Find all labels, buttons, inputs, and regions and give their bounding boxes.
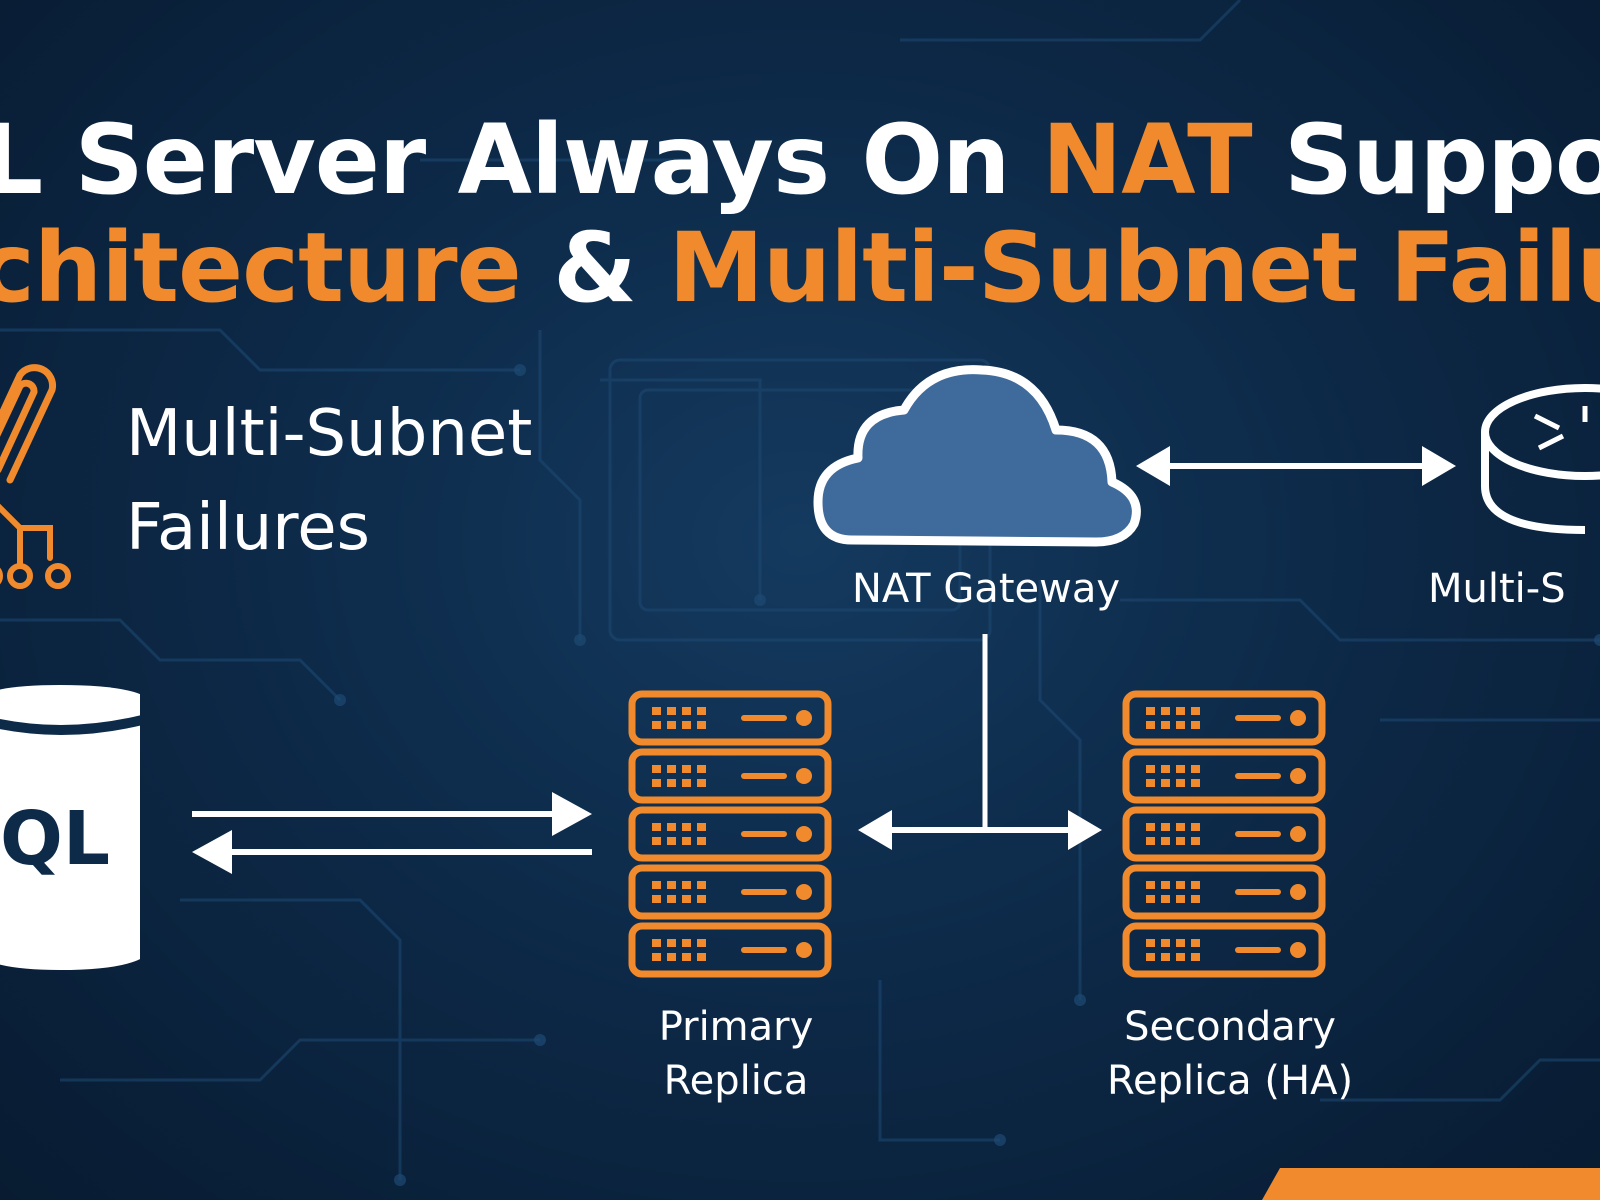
cloud-icon	[813, 365, 1141, 547]
title-line-2-white: &	[520, 212, 669, 324]
server-rack-icon	[1122, 690, 1326, 978]
server-unit	[628, 748, 832, 804]
title-line-2: chitecture & Multi-Subnet Failu	[0, 212, 1600, 324]
router-label: Multi-S	[1428, 566, 1566, 612]
database-label: QL	[0, 796, 111, 882]
server-unit	[628, 806, 832, 862]
server-unit	[1122, 864, 1326, 920]
title-line-2-orange-a: chitecture	[0, 212, 522, 324]
subhead-line-1: Multi-Subnet	[126, 397, 533, 471]
secondary-replica-label-line-2: Replica (HA)	[1106, 1058, 1354, 1104]
primary-replica-label-line-2: Replica	[663, 1058, 809, 1104]
server-unit	[628, 690, 832, 746]
title-line-1-white-b: Suppo	[1251, 104, 1600, 216]
server-unit	[1122, 922, 1326, 978]
server-unit	[1122, 748, 1326, 804]
title-line-1-orange: NAT	[1041, 104, 1253, 216]
subhead-line-2: Failures	[126, 491, 370, 565]
nat-gateway-label: NAT Gateway	[851, 566, 1121, 612]
router-icon	[1481, 384, 1600, 534]
server-rack-icon	[628, 690, 832, 978]
server-unit	[628, 864, 832, 920]
server-unit	[1122, 690, 1326, 746]
server-unit	[1122, 806, 1326, 862]
title-line-2-orange-b: Multi-Subnet Failu	[668, 212, 1600, 324]
primary-replica-label-line-1: Primary	[658, 1004, 814, 1050]
network-tree-icon	[0, 503, 71, 589]
title-line-1: L Server Always On NAT Suppo	[0, 104, 1600, 216]
paperclip-icon	[0, 364, 57, 484]
secondary-replica-label-line-1: Secondary	[1124, 1004, 1336, 1050]
title-line-1-white-a: L Server Always On	[0, 104, 1042, 216]
database-icon	[0, 685, 140, 970]
server-unit	[628, 922, 832, 978]
